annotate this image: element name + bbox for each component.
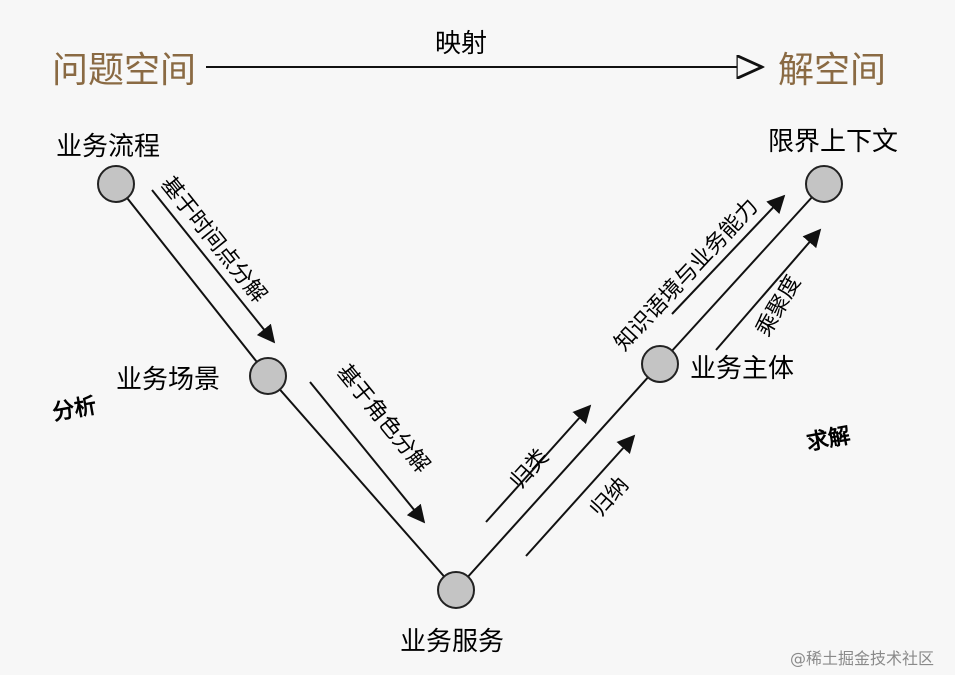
label-cohesion: 乘聚度	[752, 271, 807, 341]
problem-space-label: 问题空间	[52, 50, 196, 91]
arrow-induce	[525, 434, 636, 557]
edge-subject-to-context	[659, 183, 825, 365]
label-business-process: 业务流程	[56, 132, 160, 162]
arrow-knowledge-context	[671, 194, 786, 315]
label-business-subject: 业务主体	[690, 354, 794, 384]
watermark: @稀土掘金技术社区	[790, 649, 934, 668]
edge-service-to-subject	[455, 363, 661, 591]
node-business-service	[437, 571, 475, 609]
arrow-role-decompose	[309, 381, 426, 524]
node-business-scenario	[249, 357, 287, 395]
arrow-classify	[485, 404, 592, 523]
label-business-scenario: 业务场景	[116, 365, 220, 395]
node-business-process	[97, 165, 135, 203]
arrow-cohesion	[715, 228, 822, 351]
node-bounded-context	[805, 165, 843, 203]
label-role-decompose: 基于角色分解	[331, 360, 434, 478]
edge-scenario-to-service	[267, 375, 457, 591]
label-time-point-decompose: 基于时间点分解	[155, 172, 271, 308]
label-classify: 归类	[506, 445, 554, 494]
mapping-label: 映射	[435, 29, 487, 59]
label-business-service: 业务服务	[400, 627, 504, 657]
label-bounded-context: 限界上下文	[768, 127, 898, 157]
side-label-solving: 求解	[805, 423, 853, 456]
side-label-analysis: 分析	[51, 394, 99, 426]
node-business-subject	[641, 345, 679, 383]
edge-process-to-scenario	[115, 183, 269, 377]
arrow-time-point-decompose	[151, 189, 276, 344]
solution-space-label: 解空间	[778, 50, 886, 91]
